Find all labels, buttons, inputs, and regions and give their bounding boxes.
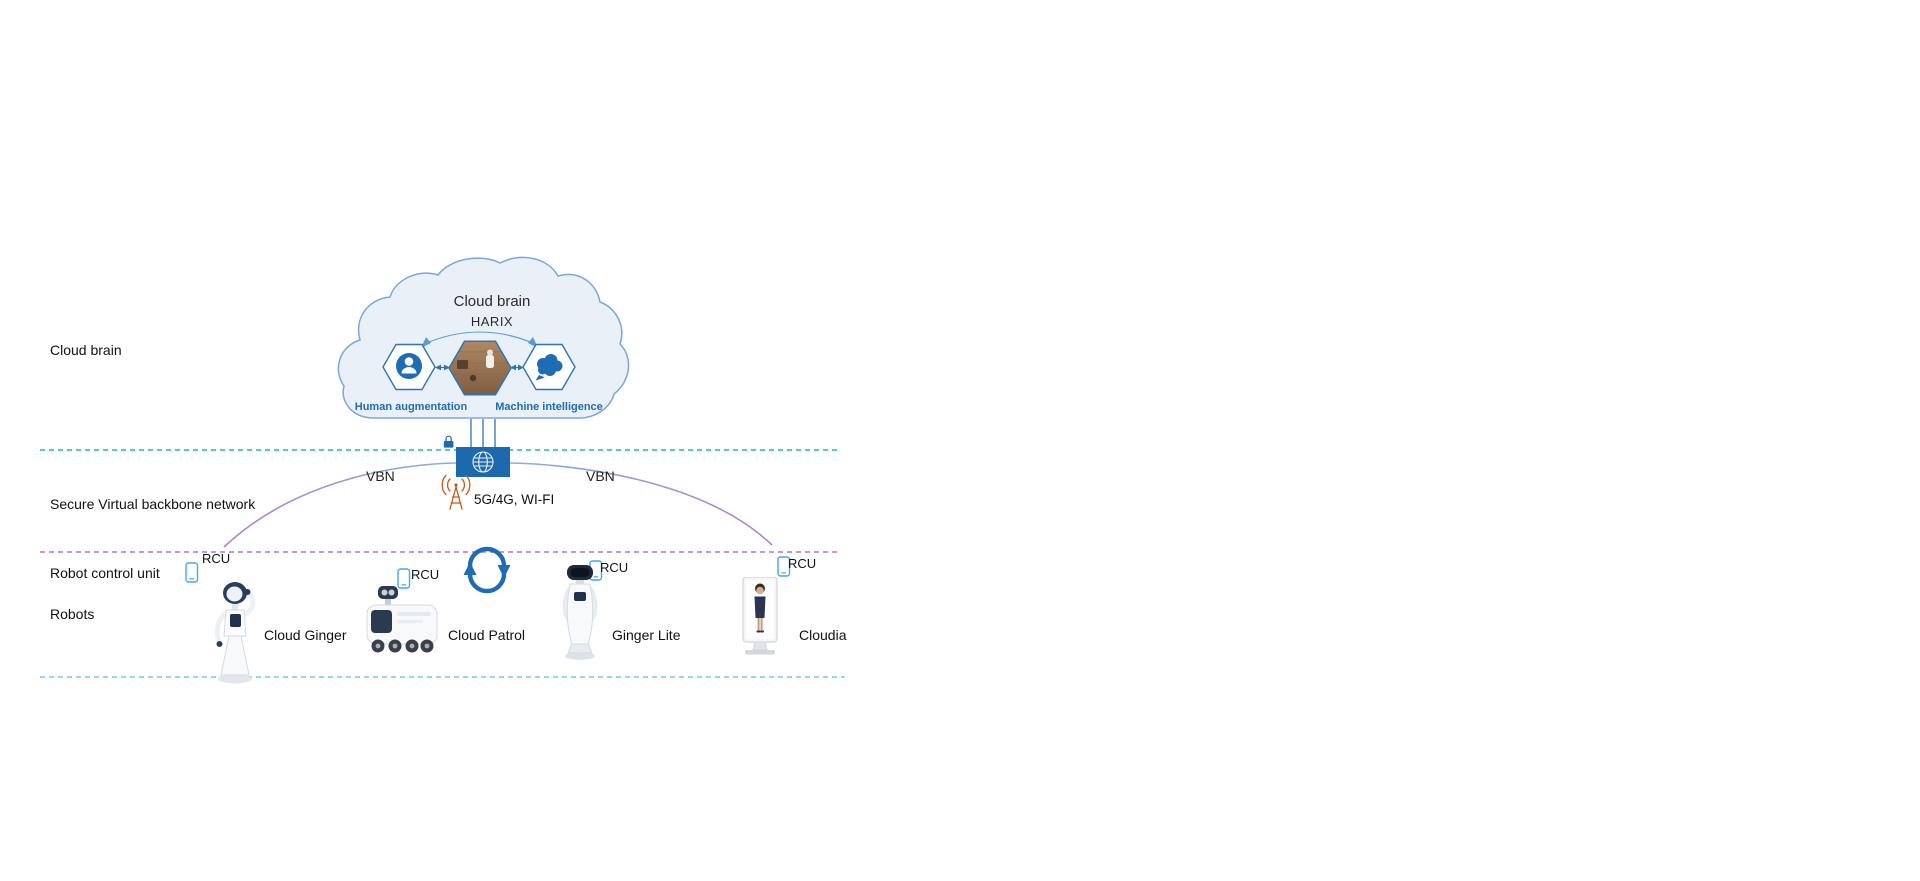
label-vbn-right: VBN — [586, 468, 615, 484]
rcu-tag-2: RCU — [411, 567, 440, 582]
row-label-robots: Robots — [50, 606, 95, 622]
row-label-robot-control-unit: Robot control unit — [50, 565, 160, 581]
smartphone-icon-2 — [397, 568, 411, 589]
hexagon-human-augmentation — [382, 343, 436, 391]
vbn-curve-left — [223, 462, 457, 548]
smartphone-icon-4 — [777, 556, 791, 577]
robot-name-ginger-lite: Ginger Lite — [612, 627, 681, 643]
robot-name-cloud-ginger: Cloud Ginger — [264, 627, 347, 643]
label-human-augmentation: Human augmentation — [354, 401, 468, 413]
globe-gateway-icon — [472, 451, 494, 473]
robot-name-cloud-patrol: Cloud Patrol — [448, 627, 526, 643]
hexagon-robot-scene — [448, 340, 512, 396]
cloud-title: Cloud brain — [453, 293, 531, 310]
rcu-tag-4: RCU — [788, 556, 817, 571]
smartphone-icon-1 — [185, 562, 199, 583]
gateway-box — [443, 435, 510, 477]
hex-connector-arrows — [435, 364, 524, 371]
label-machine-intelligence: Machine intelligence — [495, 401, 603, 413]
machine-brain-icon — [535, 354, 563, 381]
row-label-cloud-brain: Cloud brain — [50, 342, 122, 358]
robot-cloud-ginger-image — [214, 582, 256, 684]
rcu-tag-3: RCU — [600, 560, 629, 575]
cloud-subtitle-harix: HARIX — [470, 314, 514, 329]
robot-ginger-lite-image — [562, 565, 598, 660]
row-label-secure-vbn: Secure Virtual backbone network — [50, 496, 256, 512]
rcu-tag-1: RCU — [202, 551, 231, 566]
robot-cloud-patrol-image — [366, 586, 438, 653]
vbn-curve-right — [509, 462, 773, 546]
label-wireless: 5G/4G, WI-FI — [474, 492, 555, 507]
cloud-to-gateway-lines — [470, 419, 496, 447]
lock-icon — [443, 435, 454, 448]
robot-name-cloudia: Cloudia — [799, 627, 847, 643]
hexagon-machine-intelligence — [522, 343, 576, 391]
radio-tower-icon — [441, 474, 471, 510]
human-avatar-icon — [396, 353, 422, 379]
label-vbn-left: VBN — [366, 468, 395, 484]
sync-arrows-icon — [463, 546, 511, 594]
robot-cloudia-image — [742, 577, 778, 655]
